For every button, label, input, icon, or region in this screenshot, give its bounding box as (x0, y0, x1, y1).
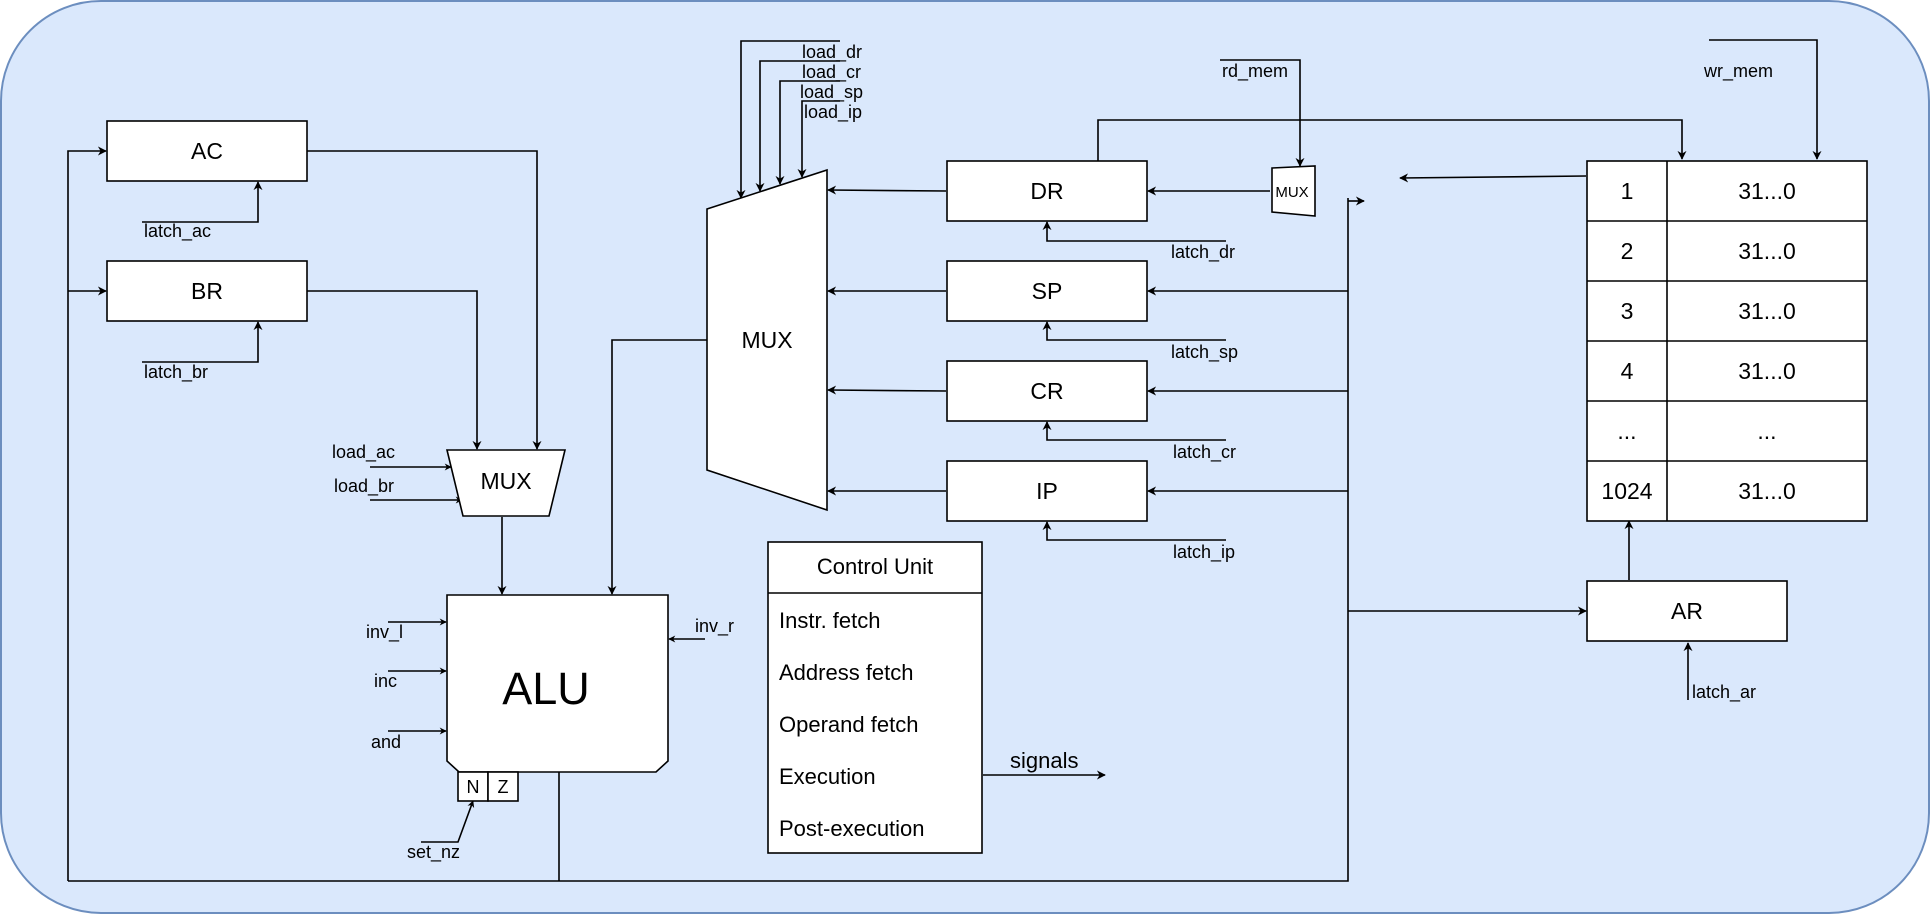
memory-bits: 31...0 (1738, 238, 1796, 264)
svg-text:MUX: MUX (1275, 184, 1308, 201)
signal-latch-ar: latch_ar (1692, 682, 1756, 703)
memory-bits: 31...0 (1738, 358, 1796, 384)
main-mux: MUX (706, 168, 828, 512)
control-unit: Control Unit Instr. fetch Address fetch … (767, 541, 983, 854)
wires (67, 39, 1822, 882)
register-br-label: BR (191, 278, 223, 304)
signal-latch-dr: latch_dr (1171, 242, 1235, 263)
signal-load-sp: load_sp (800, 82, 863, 103)
signal-latch-br: latch_br (144, 362, 208, 383)
memory-bits: ... (1757, 418, 1776, 444)
memory-bits: 31...0 (1738, 298, 1796, 324)
signal-load-ip: load_ip (804, 102, 862, 123)
control-unit-stage: Instr. fetch (779, 608, 881, 633)
svg-text:N: N (467, 777, 480, 797)
signal-rd-mem: rd_mem (1222, 61, 1288, 82)
alu-input-mux-label: MUX (480, 468, 531, 494)
memory-address: 4 (1621, 358, 1634, 384)
memory-address: 1 (1621, 178, 1634, 204)
signal-latch-cr: latch_cr (1173, 442, 1236, 463)
register-ac-label: AC (191, 138, 223, 164)
alu-label: ALU (502, 663, 590, 714)
memory-bits: 31...0 (1738, 178, 1796, 204)
signal-load-dr: load_dr (802, 42, 862, 63)
register-sp: SP (946, 260, 1148, 322)
signal-load-ac: load_ac (332, 442, 395, 463)
register-dr: DR (946, 160, 1148, 222)
signal-inv-r: inv_r (695, 616, 734, 637)
memory-address: 2 (1621, 238, 1634, 264)
flag-z: Z (487, 771, 519, 802)
signal-set-nz: set_nz (407, 842, 460, 863)
svg-text:Z: Z (498, 777, 509, 797)
memory-address: 3 (1621, 298, 1634, 324)
signal-latch-ac: latch_ac (144, 221, 211, 242)
register-br: BR (106, 260, 308, 322)
control-signals-label: signals (1010, 748, 1078, 773)
memory-address: 1024 (1601, 478, 1652, 504)
control-unit-stage: Operand fetch (779, 712, 918, 737)
register-ar: AR (1586, 580, 1788, 642)
memory-data-mux: MUX (1271, 165, 1316, 217)
signal-wr-mem: wr_mem (1703, 61, 1773, 82)
svg-text:IP: IP (1036, 478, 1058, 504)
control-unit-stage: Execution (779, 764, 876, 789)
alu: ALU (446, 594, 669, 773)
svg-text:SP: SP (1032, 278, 1063, 304)
control-unit-title: Control Unit (817, 554, 933, 579)
signal-and: and (371, 732, 401, 752)
memory-bits: 31...0 (1738, 478, 1796, 504)
signal-load-br: load_br (334, 476, 394, 497)
control-unit-stage: Address fetch (779, 660, 914, 685)
signal-latch-sp: latch_sp (1171, 342, 1238, 363)
memory-address: ... (1617, 418, 1636, 444)
signal-latch-ip: latch_ip (1173, 542, 1235, 563)
alu-input-mux: MUX (445, 449, 567, 517)
register-ip: IP (946, 460, 1148, 522)
control-unit-stage: Post-execution (779, 816, 925, 841)
memory: 1 31...0 2 31...0 3 31...0 4 31...0 ... … (1586, 160, 1868, 522)
signal-inv-l: inv_l (366, 622, 403, 643)
svg-text:AR: AR (1671, 598, 1703, 624)
svg-text:DR: DR (1030, 178, 1063, 204)
signal-inc: inc (374, 671, 397, 691)
svg-text:CR: CR (1030, 378, 1063, 404)
register-ac: AC (106, 120, 308, 182)
main-mux-label: MUX (741, 327, 792, 353)
flag-n: N (457, 771, 489, 802)
signal-load-cr: load_cr (802, 62, 861, 83)
register-cr: CR (946, 360, 1148, 422)
